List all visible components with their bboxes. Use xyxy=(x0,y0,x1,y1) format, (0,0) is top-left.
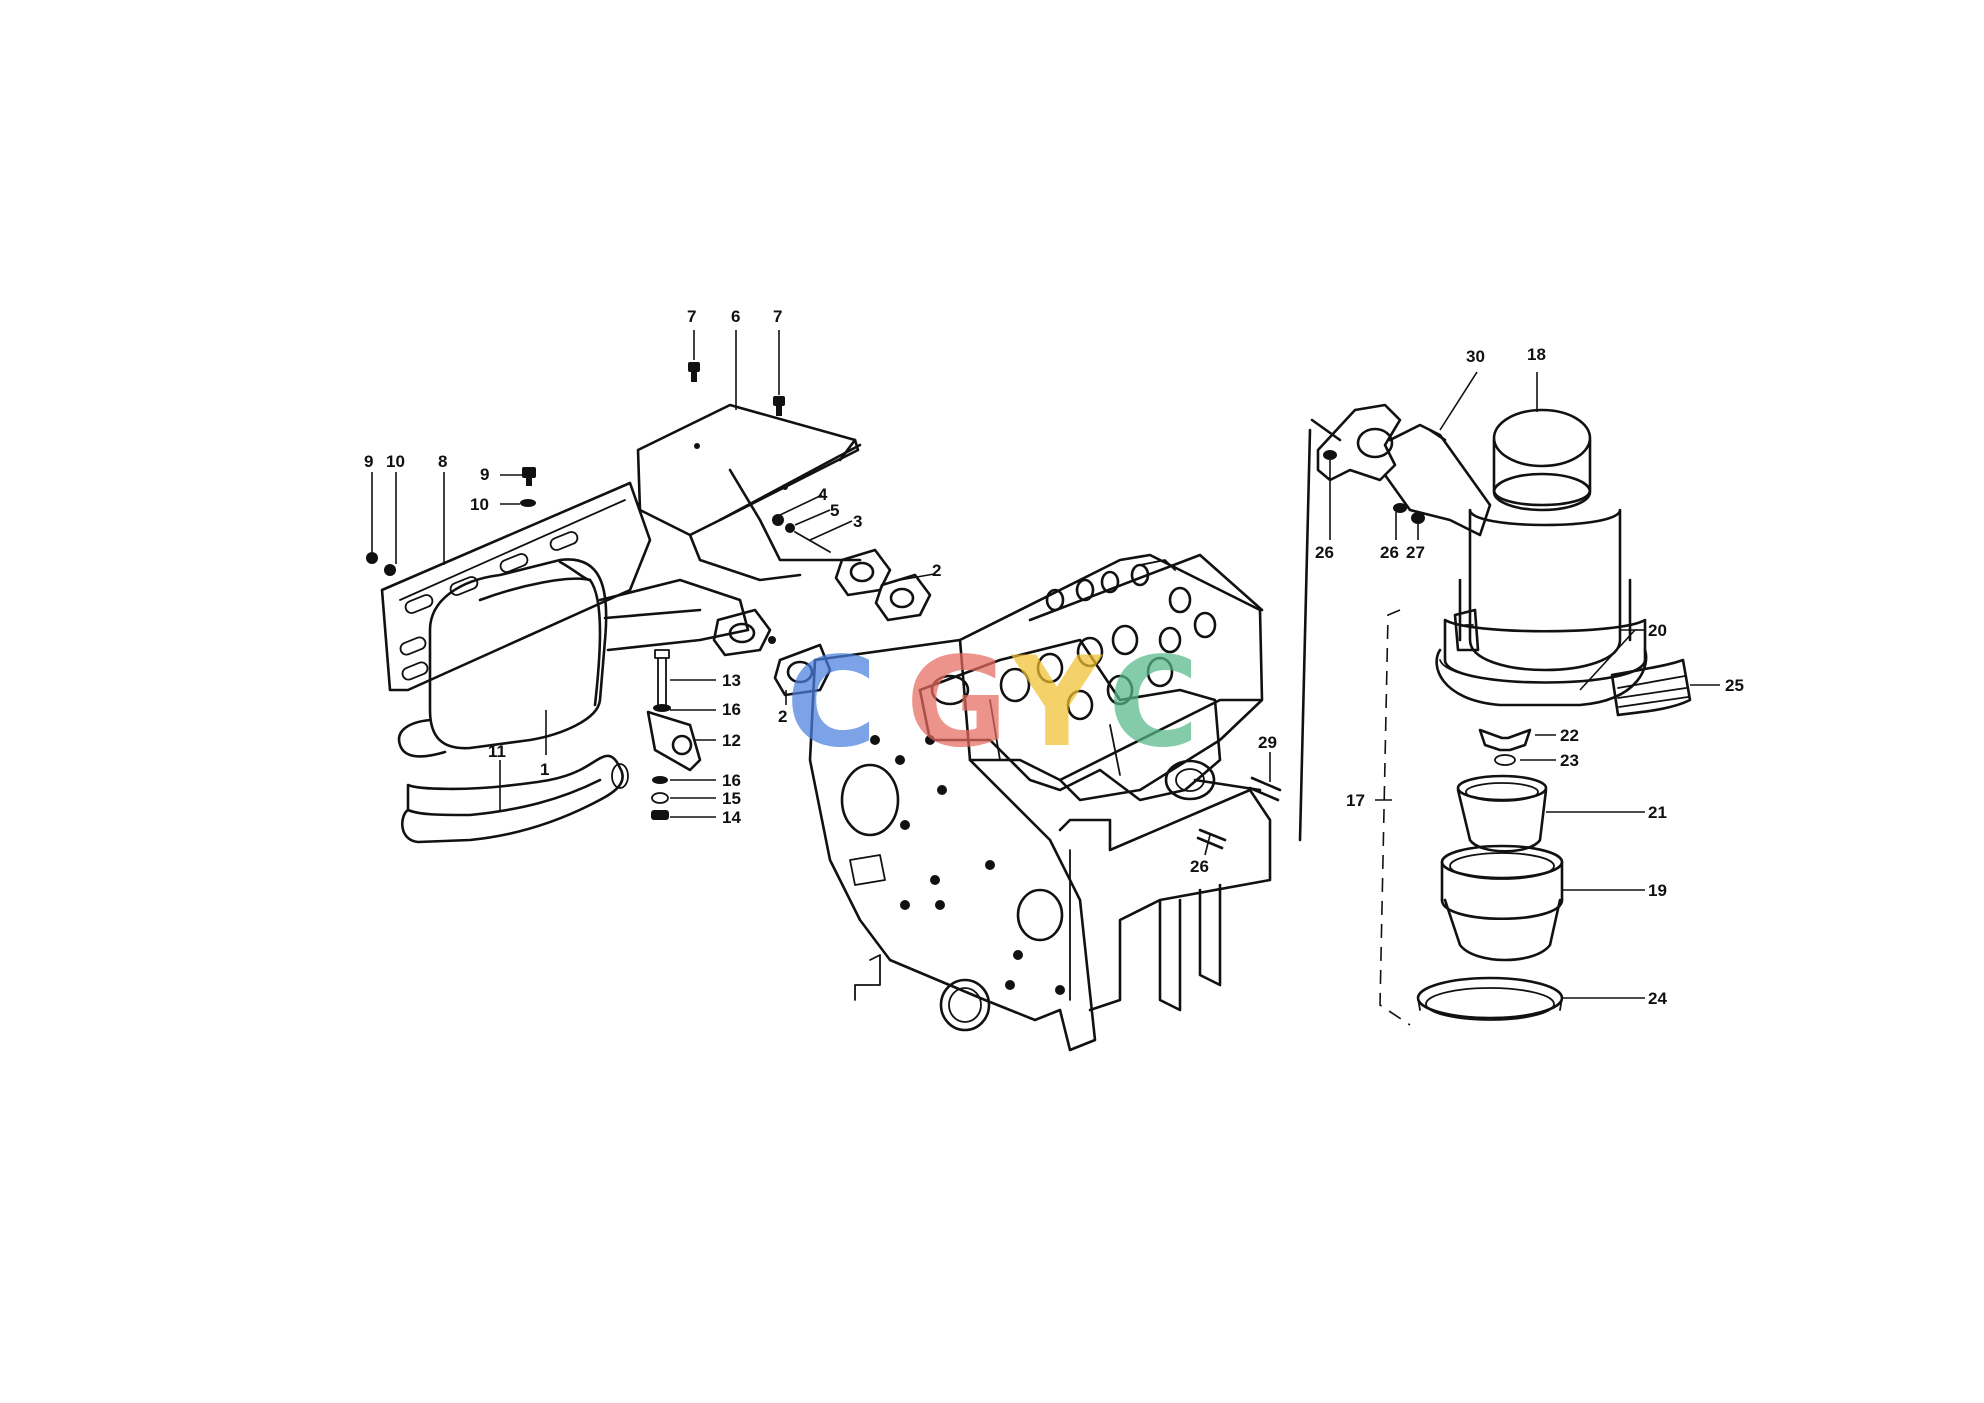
callout-26-left: 26 xyxy=(1315,543,1334,562)
wing-nut-and-washer xyxy=(1478,728,1532,766)
callout-7-right: 7 xyxy=(773,307,782,326)
callout-5: 5 xyxy=(830,501,839,520)
callout-20: 20 xyxy=(1648,621,1667,640)
callout-13: 13 xyxy=(722,671,741,690)
callout-2-left: 2 xyxy=(778,707,787,726)
callout-9-left: 9 xyxy=(364,452,373,471)
callout-2-right: 2 xyxy=(932,561,941,580)
callout-4: 4 xyxy=(818,485,828,504)
watermark-letter-1: C xyxy=(786,631,877,775)
callout-15: 15 xyxy=(722,789,741,808)
callout-12: 12 xyxy=(722,731,741,750)
callout-29: 29 xyxy=(1258,733,1277,752)
callout-26-center: 26 xyxy=(1190,857,1209,876)
callout-23: 23 xyxy=(1560,751,1579,770)
muffler-body xyxy=(397,558,750,758)
exhaust-manifold xyxy=(918,638,1222,802)
callout-22: 22 xyxy=(1560,726,1579,745)
callout-16-lower: 16 xyxy=(722,771,741,790)
callout-11: 11 xyxy=(488,742,506,761)
callout-21: 21 xyxy=(1648,803,1667,822)
callout-17: 17 xyxy=(1346,791,1365,810)
callout-26-right: 26 xyxy=(1380,543,1399,562)
callout-14: 14 xyxy=(722,808,741,827)
timing-gear-case xyxy=(808,638,1097,1052)
crankcase-lower xyxy=(1058,788,1272,1012)
exhaust-gaskets xyxy=(712,548,932,697)
callout-25: 25 xyxy=(1725,676,1744,695)
muffler-bracket-plate xyxy=(380,481,652,692)
callout-7-left: 7 xyxy=(687,307,696,326)
manifold-studs xyxy=(1193,776,1282,850)
seal-ring xyxy=(1416,976,1564,1021)
callout-18: 18 xyxy=(1527,345,1546,364)
oil-cup-inner xyxy=(1456,774,1548,853)
watermark-letter-4: C xyxy=(1108,631,1199,775)
air-cleaner-body xyxy=(1435,408,1648,707)
callout-8: 8 xyxy=(438,452,447,471)
callout-9-right: 9 xyxy=(480,465,489,484)
leader-lines xyxy=(371,330,1720,1026)
callout-24: 24 xyxy=(1648,989,1667,1008)
oil-cup-outer xyxy=(1440,844,1564,962)
callout-10-right: 10 xyxy=(470,495,489,514)
intake-elbow xyxy=(1298,403,1492,842)
exhaust-pipe xyxy=(401,754,629,844)
fasteners-left xyxy=(366,362,831,644)
heat-shield-bracket xyxy=(636,403,862,582)
callout-27: 27 xyxy=(1406,543,1425,562)
callout-10-left: 10 xyxy=(386,452,405,471)
cgyc-watermark: C G Y C xyxy=(786,631,1199,775)
callout-19: 19 xyxy=(1648,881,1667,900)
muffler-clamp-bolt xyxy=(646,649,702,820)
callout-labels: 7 6 7 9 10 8 9 10 4 5 3 2 2 13 16 12 16 … xyxy=(364,307,1744,1008)
precleaner-screen xyxy=(1610,658,1692,717)
callout-6: 6 xyxy=(731,307,740,326)
watermark-letter-2: G xyxy=(906,631,1008,775)
callout-1: 1 xyxy=(540,760,549,779)
watermark-letter-3: Y xyxy=(1010,631,1103,775)
cylinder-head xyxy=(958,553,1264,802)
callout-30: 30 xyxy=(1466,347,1485,366)
callout-16-upper: 16 xyxy=(722,700,741,719)
callout-3: 3 xyxy=(853,512,862,531)
